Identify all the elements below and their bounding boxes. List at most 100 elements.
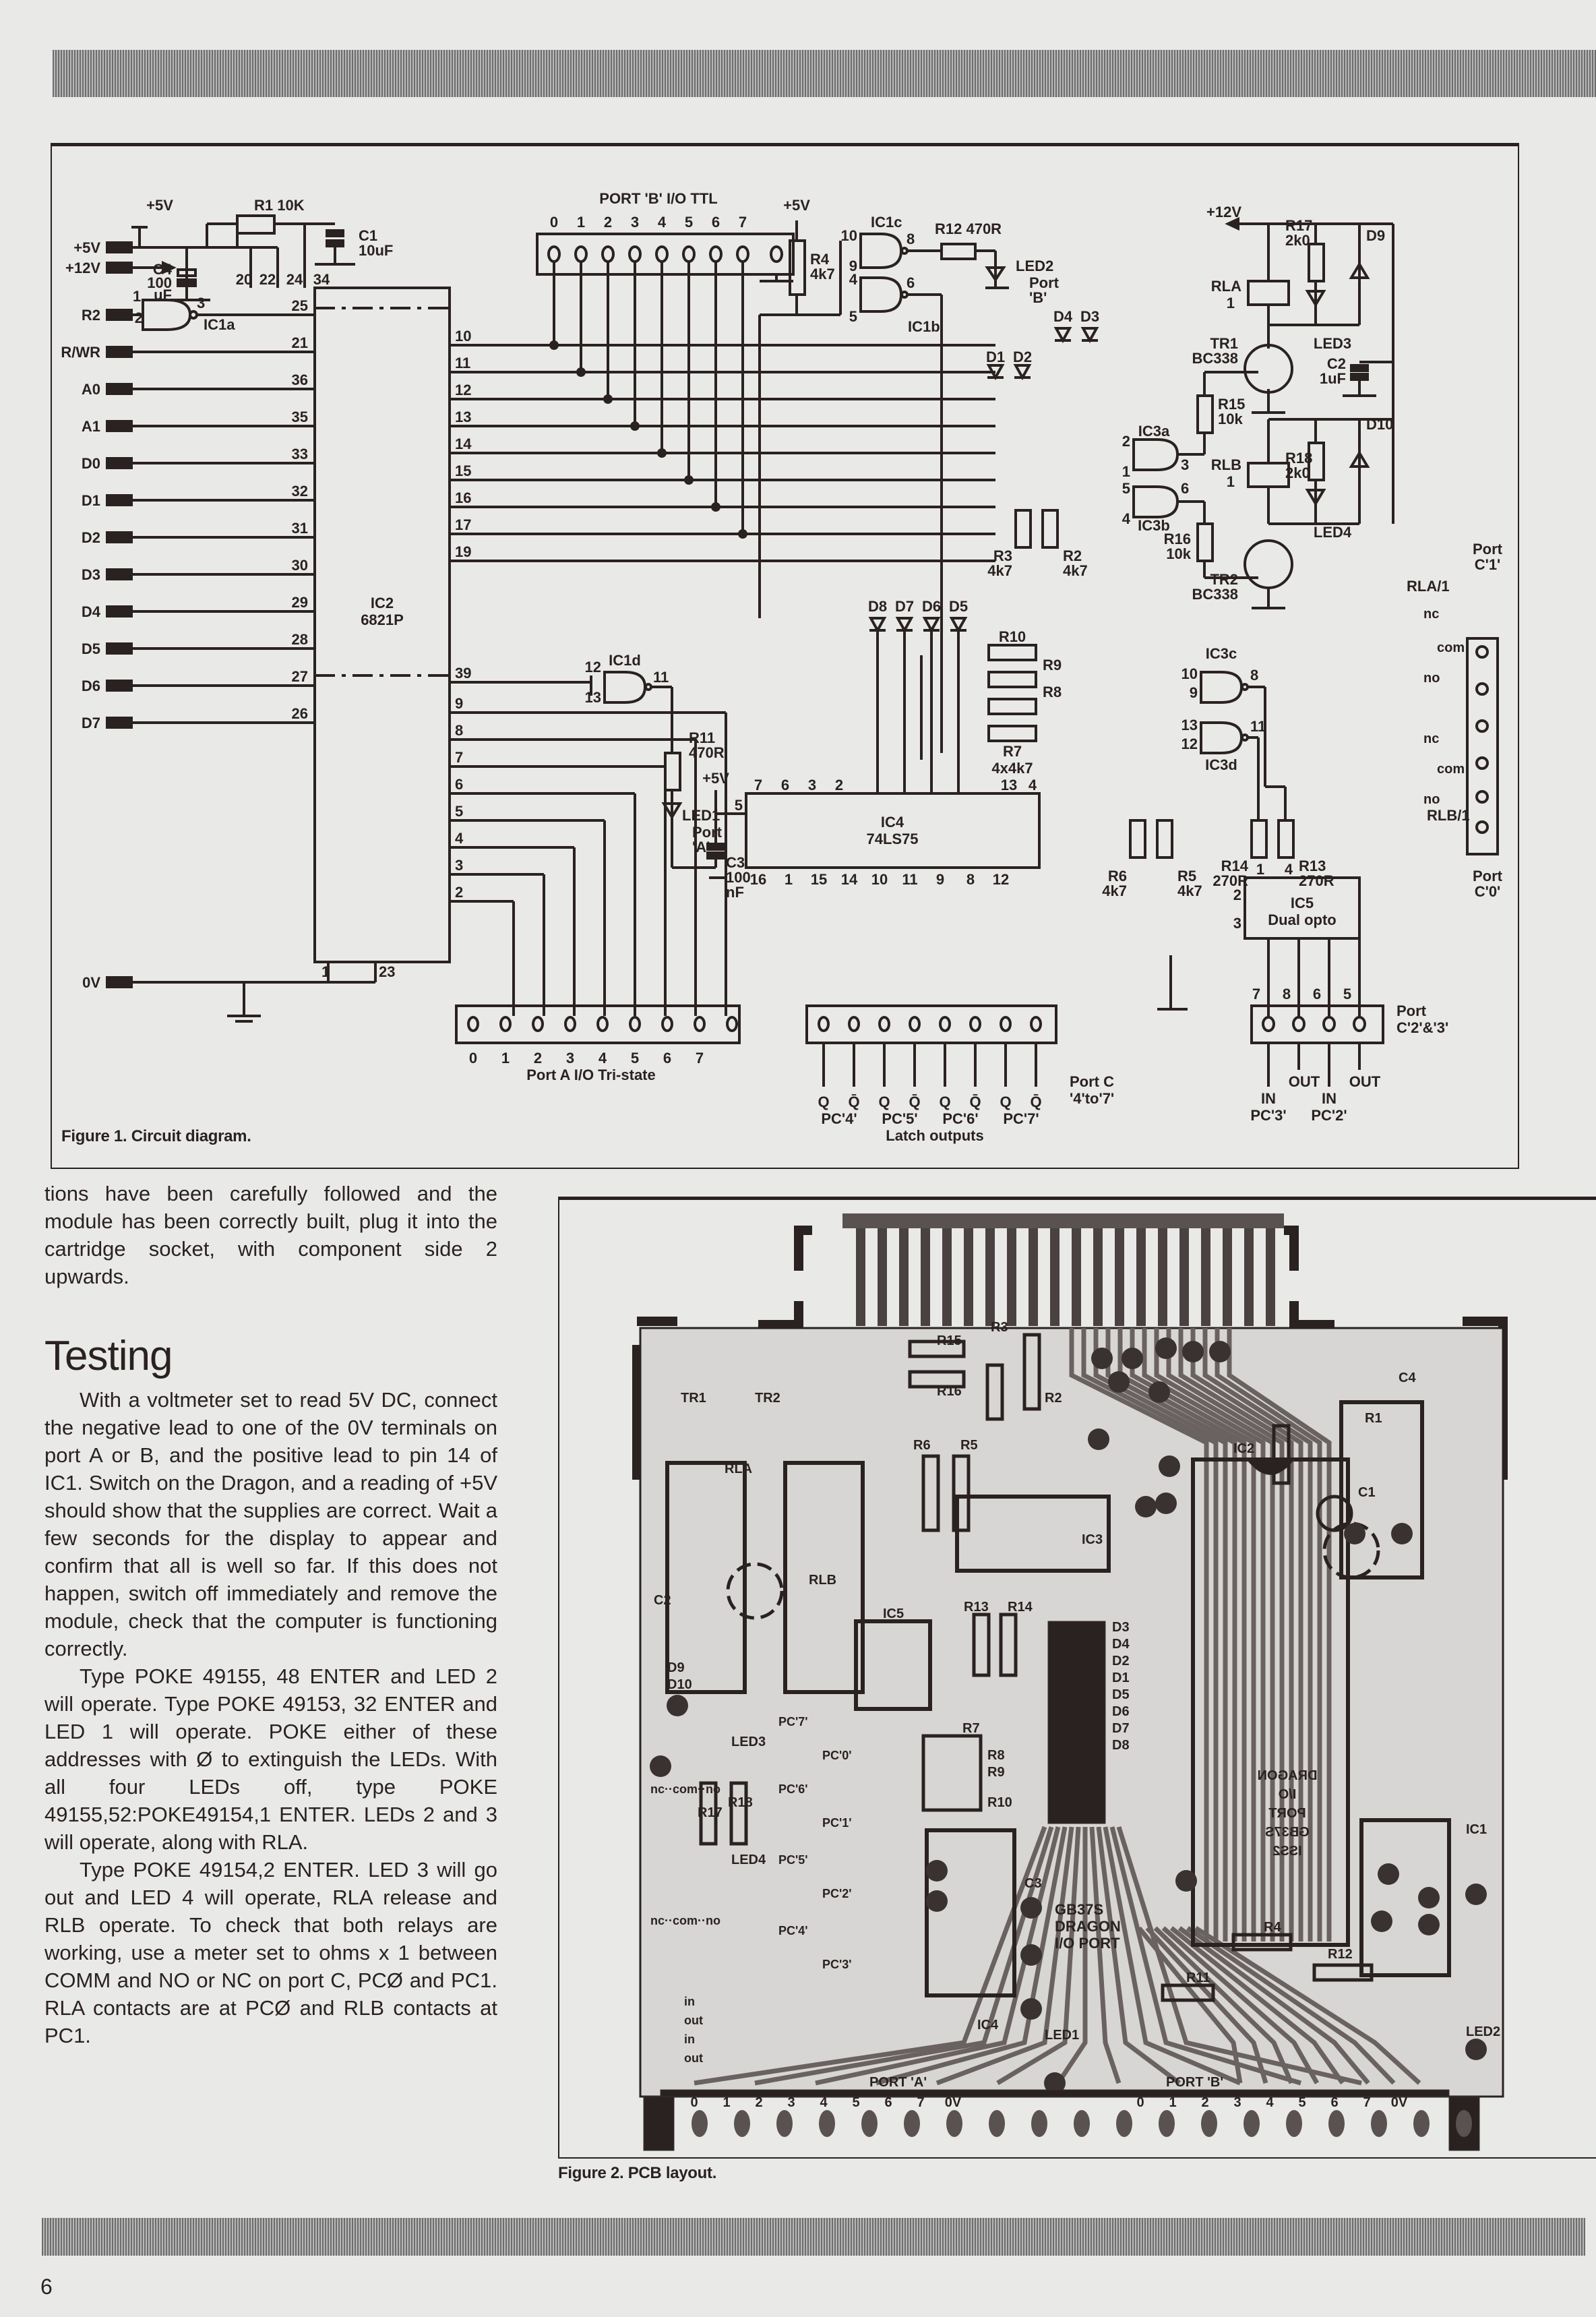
opto-io-label: IN [1322, 1090, 1337, 1107]
pcb-trace [1161, 1926, 1320, 2084]
component-label: 5 [735, 797, 743, 814]
pcb-via-pad [667, 1695, 688, 1716]
input-label: R/WR [61, 344, 100, 361]
ic2-pin-label: 6 [455, 776, 463, 793]
component-label: 4k7 [1102, 882, 1127, 899]
diode-icon [1013, 364, 1032, 381]
relay-contact-pins [1475, 645, 1489, 834]
component-label: C3 [726, 854, 745, 871]
port-a-connector [455, 1004, 741, 1044]
edge-finger [1136, 1228, 1146, 1326]
component-label: D9 [1366, 227, 1385, 244]
component-label: D4 [1053, 308, 1073, 325]
pcb-resistor-r3 [985, 1363, 1004, 1421]
latch-q-label: Q [939, 1093, 950, 1110]
diode-label: D6 [922, 598, 941, 615]
pcb-port-b-pin: 0 [1136, 2095, 1144, 2110]
relay-contact-pin [1475, 756, 1489, 770]
component-label: C2 [1327, 355, 1346, 372]
pcb-trace [1117, 1328, 1247, 1942]
component-label: IC1a [204, 316, 235, 333]
pcb-via-pad [1182, 1341, 1204, 1362]
port-c-label: '4'to'7' [1070, 1090, 1114, 1107]
pcb-trace [996, 1826, 1081, 2086]
component-label: 74LS75 [866, 831, 918, 847]
port-a-pin [629, 1016, 641, 1032]
pcb-via-pad [1155, 1493, 1177, 1514]
ic2-pin-label: 10 [455, 328, 471, 344]
led1-icon [661, 802, 683, 820]
component-label: 2k0 [1285, 464, 1310, 481]
tr1-transistor [1244, 344, 1293, 394]
pcb-component-label: D1 [1112, 1671, 1130, 1685]
component-label: R16 [1164, 531, 1191, 547]
opto-pin [1262, 1016, 1275, 1032]
pcb-port-b-pin: 2 [1201, 2095, 1208, 2110]
component-label: R9 [1043, 657, 1062, 673]
component-label: Dual opto [1268, 911, 1336, 928]
pcb-component-label: IC5 [883, 1606, 904, 1621]
edge-finger [964, 1228, 973, 1326]
port-a-pin-number: 0 [469, 1050, 477, 1066]
r12-resistor [940, 243, 977, 260]
board-corner-mark [1284, 1226, 1299, 1271]
port-a-pin-number: 3 [566, 1050, 574, 1066]
port-b-title: PORT 'B' I/O TTL [599, 190, 717, 207]
diodes-d5-d8 [868, 617, 968, 793]
port-b-pin [682, 245, 696, 263]
input-label: +5V [73, 239, 100, 256]
pcb-port-b-label: PORT 'B' [1166, 2075, 1223, 2090]
edge-finger [1158, 1228, 1167, 1326]
component-label: C'1' [1475, 556, 1501, 573]
ic4-pin-label: 9 [936, 871, 944, 888]
port-c-label: Port C [1070, 1073, 1114, 1090]
component-label: LED4 [1314, 524, 1352, 541]
input-pad [106, 976, 133, 988]
terminal-pad [1328, 2110, 1345, 2137]
ic2-pin-label: 39 [455, 665, 471, 682]
ic2-pin-label: 17 [455, 516, 471, 533]
c1-capacitor-plate [326, 239, 344, 247]
pcb-resistor-r17 [699, 1781, 718, 1846]
component-label: 5 [849, 308, 857, 325]
terminal-pad [904, 2110, 920, 2137]
r5-resistor [1156, 819, 1173, 859]
page-number: 6 [40, 2275, 53, 2299]
junction-dot [630, 421, 640, 431]
pcb-via-pad [1159, 1455, 1180, 1477]
component-label: D3 [1080, 308, 1099, 325]
ic2-pin-label: 14 [455, 435, 472, 452]
pcb-port-a-pin: 0V [945, 2095, 962, 2110]
r11-resistor [664, 752, 681, 791]
pcb-port-b-pin: 6 [1330, 2095, 1338, 2110]
component-label: Port [692, 824, 723, 841]
schematic-labels: +5V+12VR2R/WRA0A1D0D1D2D3D4D5D6D70V25213… [61, 190, 1502, 1144]
port-a-pin-number: 5 [631, 1050, 639, 1066]
article-intro: tions have been carefully followed and t… [44, 1180, 497, 1290]
pcb-resistor-r2 [1022, 1333, 1041, 1411]
pcb-port-b-pin: 3 [1233, 2095, 1241, 2110]
ic5-body [1244, 876, 1361, 940]
terminal-pad [861, 2110, 878, 2137]
component-label: R18 [1285, 450, 1312, 467]
edge-finger [899, 1228, 909, 1326]
pcb-port-a-pin: 5 [852, 2095, 859, 2110]
board-corner-mark [758, 1301, 803, 1329]
component-label: +5V [702, 770, 729, 787]
pcb-via-pad [1108, 1371, 1130, 1393]
pcb-via-pad [1465, 2039, 1487, 2060]
pcb-component-label: D4 [1112, 1637, 1130, 1652]
pcb-component-label: LED3 [731, 1735, 766, 1749]
port-a-pins [467, 1016, 738, 1032]
ic2-pin-label: 19 [455, 543, 471, 560]
pcb-component-label: IC3 [1082, 1532, 1103, 1547]
ic2-pin-label: 9 [455, 695, 463, 712]
paragraph-1: With a voltmeter set to read 5V DC, conn… [44, 1388, 497, 1660]
ic4-pin-label: 14 [841, 871, 858, 888]
pcb-component-label: R3 [991, 1320, 1008, 1335]
ic3d-gate [1200, 721, 1244, 754]
input-label: 0V [82, 974, 100, 991]
